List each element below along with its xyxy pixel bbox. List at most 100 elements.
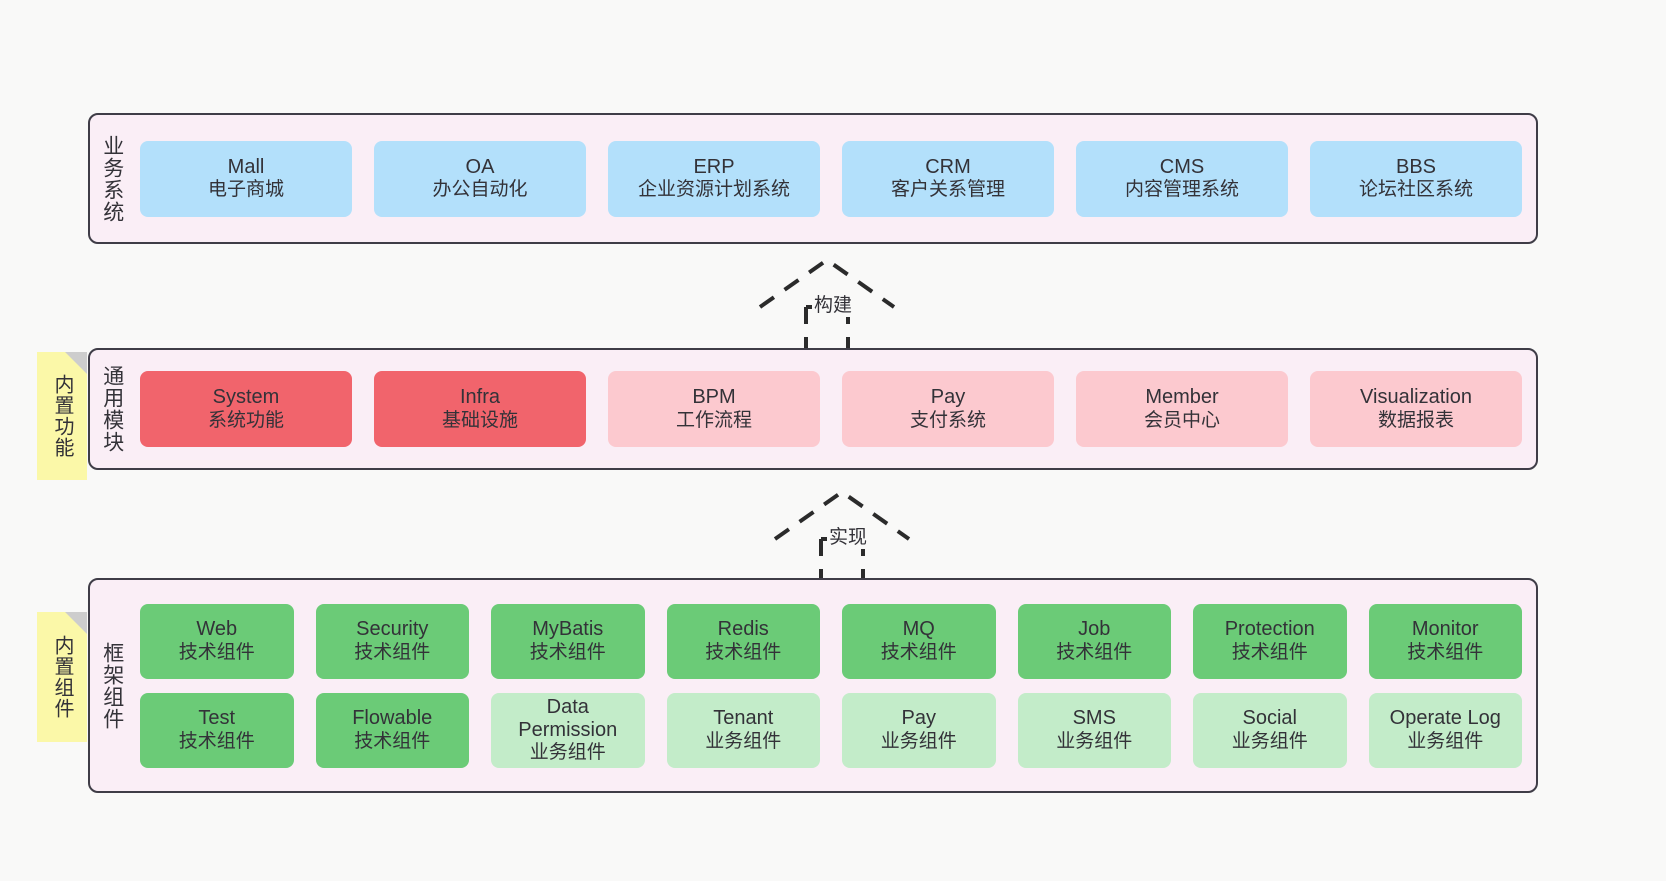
node-title: SMS — [1072, 707, 1116, 730]
node-bpm[interactable]: BPM 工作流程 — [608, 371, 820, 447]
node-title: System — [212, 386, 280, 409]
layer-common-modules: 通用模块 System 系统功能 Infra 基础设施 BPM 工作流程 Pay… — [88, 348, 1538, 470]
node-subtitle: 电子商城 — [207, 179, 284, 201]
node-social[interactable]: Social 业务组件 — [1193, 692, 1347, 768]
node-sms[interactable]: SMS 业务组件 — [1017, 692, 1171, 768]
node-title: Member — [1145, 386, 1219, 409]
node-subtitle: 业务组件 — [1407, 730, 1484, 752]
connector-build: 构建 — [752, 252, 922, 352]
node-protection[interactable]: Protection 技术组件 — [1193, 603, 1347, 679]
node-title: Mall — [227, 155, 265, 178]
node-pay[interactable]: Pay 支付系统 — [842, 371, 1054, 447]
node-flowable[interactable]: Flowable 技术组件 — [315, 692, 469, 768]
node-title: BPM — [692, 386, 736, 409]
node-title: BBS — [1395, 155, 1437, 178]
node-subtitle: 支付系统 — [909, 409, 986, 431]
node-subtitle: 业务组件 — [880, 730, 957, 752]
node-cms[interactable]: CMS 内容管理系统 — [1076, 140, 1288, 217]
framework-biz-row: Test 技术组件 Flowable 技术组件 Data Permission … — [140, 692, 1522, 768]
business-node-row: Mall 电子商城 OA 办公自动化 ERP 企业资源计划系统 CRM 客户关系… — [140, 140, 1522, 217]
layer-business-systems: 业务系统 Mall 电子商城 OA 办公自动化 ERP 企业资源计划系统 CRM… — [88, 113, 1538, 244]
node-subtitle: 业务组件 — [1231, 730, 1308, 752]
node-job[interactable]: Job 技术组件 — [1017, 603, 1171, 679]
node-title: OA — [465, 155, 495, 178]
node-subtitle: 技术组件 — [1407, 641, 1484, 663]
node-title: Data Permission — [518, 695, 618, 741]
node-subtitle: 内容管理系统 — [1124, 179, 1239, 201]
node-title: Social — [1242, 707, 1297, 730]
node-subtitle: 技术组件 — [529, 641, 606, 663]
node-title: Job — [1078, 618, 1111, 641]
layer-framework-title: 框架组件 — [100, 641, 124, 730]
connector-implement: 实现 — [767, 484, 937, 584]
framework-tech-row: Web 技术组件 Security 技术组件 MyBatis 技术组件 Redi… — [140, 603, 1522, 679]
node-title: MyBatis — [532, 618, 604, 641]
node-title: Redis — [717, 618, 769, 641]
node-title: Web — [196, 618, 238, 641]
node-mybatis[interactable]: MyBatis 技术组件 — [491, 603, 645, 679]
node-title: Pay — [901, 707, 936, 730]
node-subtitle: 业务组件 — [705, 730, 782, 752]
common-node-row: System 系统功能 Infra 基础设施 BPM 工作流程 Pay 支付系统… — [140, 371, 1522, 447]
node-subtitle: 办公自动化 — [432, 179, 528, 201]
node-subtitle: 工作流程 — [675, 409, 752, 431]
node-subtitle: 技术组件 — [1056, 641, 1133, 663]
layer-business-body: Mall 电子商城 OA 办公自动化 ERP 企业资源计划系统 CRM 客户关系… — [134, 115, 1536, 242]
node-subtitle: 技术组件 — [354, 730, 431, 752]
node-subtitle: 技术组件 — [354, 641, 431, 663]
connector-build-label: 构建 — [812, 290, 855, 317]
node-data-permission[interactable]: Data Permission 业务组件 — [491, 692, 645, 768]
node-subtitle: 系统功能 — [207, 409, 284, 431]
node-subtitle: 客户关系管理 — [890, 179, 1005, 201]
layer-common-title: 通用模块 — [100, 365, 124, 453]
layer-framework-body: Web 技术组件 Security 技术组件 MyBatis 技术组件 Redi… — [134, 580, 1536, 791]
node-title: Test — [198, 707, 236, 730]
node-web[interactable]: Web 技术组件 — [140, 603, 294, 679]
node-operate-log[interactable]: Operate Log 业务组件 — [1368, 692, 1522, 768]
node-tenant[interactable]: Tenant 业务组件 — [666, 692, 820, 768]
node-title: Pay — [930, 386, 966, 409]
node-subtitle: 技术组件 — [880, 641, 957, 663]
node-member[interactable]: Member 会员中心 — [1076, 371, 1288, 447]
node-pay-component[interactable]: Pay 业务组件 — [842, 692, 996, 768]
node-title: Infra — [459, 386, 501, 409]
layer-framework-components: 框架组件 Web 技术组件 Security 技术组件 MyBatis 技术组件… — [88, 578, 1538, 793]
node-monitor[interactable]: Monitor 技术组件 — [1368, 603, 1522, 679]
sticky-note-builtin-components: 内置组件 — [37, 612, 87, 742]
node-subtitle: 业务组件 — [1056, 730, 1133, 752]
layer-common-body: System 系统功能 Infra 基础设施 BPM 工作流程 Pay 支付系统… — [134, 350, 1536, 468]
connector-implement-label: 实现 — [827, 522, 870, 549]
node-subtitle: 企业资源计划系统 — [637, 179, 790, 201]
node-subtitle: 会员中心 — [1143, 409, 1220, 431]
node-title: Protection — [1224, 618, 1315, 641]
node-security[interactable]: Security 技术组件 — [315, 603, 469, 679]
node-visualization[interactable]: Visualization 数据报表 — [1310, 371, 1522, 447]
node-title: Security — [356, 618, 429, 641]
node-subtitle: 技术组件 — [705, 641, 782, 663]
node-infra[interactable]: Infra 基础设施 — [374, 371, 586, 447]
layer-business-title: 业务系统 — [100, 134, 124, 223]
node-erp[interactable]: ERP 企业资源计划系统 — [608, 140, 820, 217]
node-title: Visualization — [1360, 386, 1472, 409]
node-title: Tenant — [713, 707, 774, 730]
sticky-note-label: 内置组件 — [51, 635, 73, 719]
node-title: Operate Log — [1389, 707, 1501, 730]
node-subtitle: 技术组件 — [178, 730, 255, 752]
node-crm[interactable]: CRM 客户关系管理 — [842, 140, 1054, 217]
node-title: ERP — [693, 155, 735, 178]
node-system[interactable]: System 系统功能 — [140, 371, 352, 447]
node-title: MQ — [902, 618, 935, 641]
node-title: Flowable — [352, 707, 433, 730]
node-test[interactable]: Test 技术组件 — [140, 692, 294, 768]
node-bbs[interactable]: BBS 论坛社区系统 — [1310, 140, 1522, 217]
node-subtitle: 技术组件 — [178, 641, 255, 663]
node-title: Monitor — [1411, 618, 1479, 641]
node-oa[interactable]: OA 办公自动化 — [374, 140, 586, 217]
node-mq[interactable]: MQ 技术组件 — [842, 603, 996, 679]
node-redis[interactable]: Redis 技术组件 — [666, 603, 820, 679]
node-title: CRM — [925, 155, 971, 178]
node-mall[interactable]: Mall 电子商城 — [140, 140, 352, 217]
sticky-note-builtin-features: 内置功能 — [37, 352, 87, 480]
sticky-note-label: 内置功能 — [51, 374, 73, 458]
